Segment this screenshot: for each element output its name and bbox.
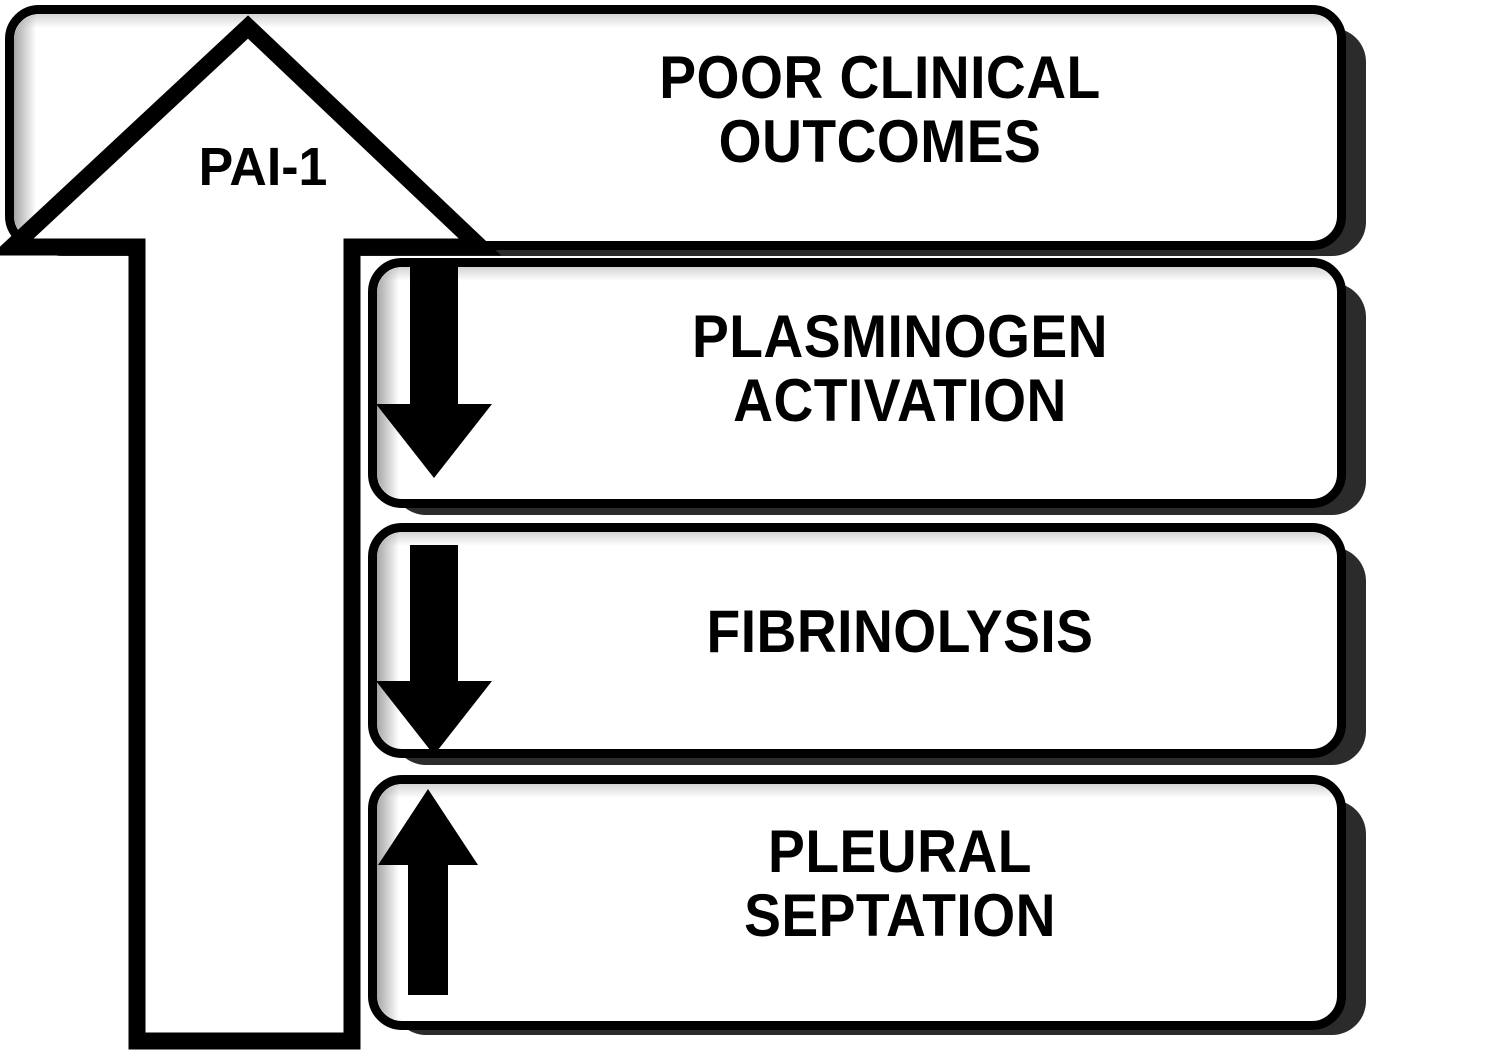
node-label-poor-clinical-outcomes: POOR CLINICAL OUTCOMES (659, 44, 1101, 175)
arrow-down-icon-fibrinolysis (376, 545, 492, 755)
node-label-fibrinolysis: FIBRINOLYSIS (706, 598, 1094, 665)
arrow-down-icon-plasminogen-activation (376, 266, 492, 478)
arrow-up-outline-icon-pai1 (0, 15, 502, 1050)
arrow-up-icon-pleural-septation (378, 789, 478, 995)
pai1-arrow-label: PAI-1 (198, 137, 328, 197)
node-label-plasminogen-activation: PLASMINOGEN ACTIVATION (691, 303, 1109, 434)
node-label-pleural-septation: PLEURAL SEPTATION (744, 818, 1056, 949)
